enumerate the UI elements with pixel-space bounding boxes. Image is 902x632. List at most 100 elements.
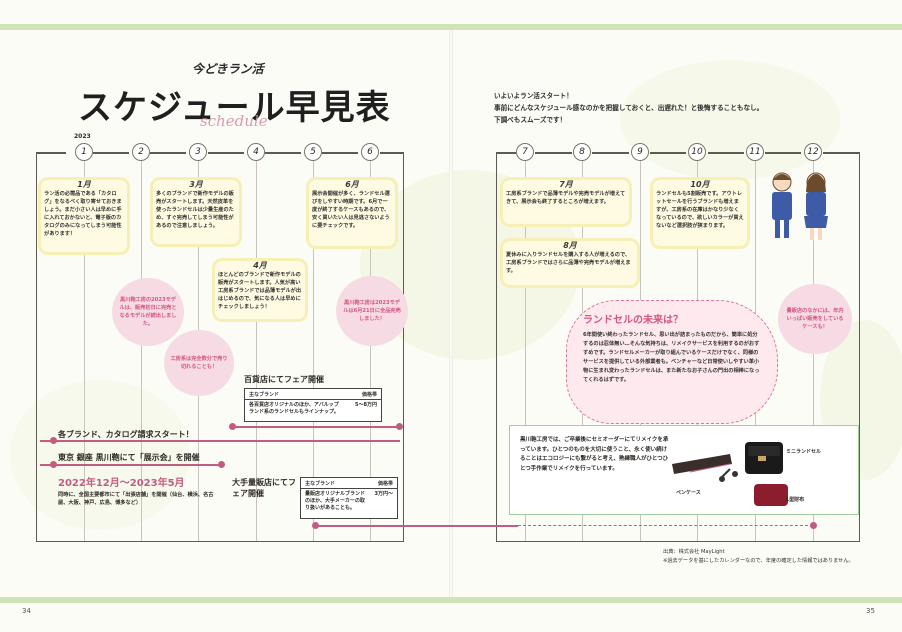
timeline-dot <box>50 461 57 468</box>
box-head: 主なブランド <box>305 481 336 487</box>
month-12: 12 <box>804 143 822 161</box>
period-label: 2022年12月～2023年5月 <box>58 478 185 489</box>
timeline-dot <box>229 423 236 430</box>
dept-fair-label: 百貨店にてフェア開催 <box>244 375 324 384</box>
right-calendar-frame <box>496 152 860 542</box>
bubble-title: 8月 <box>563 241 577 250</box>
bg-watercolor <box>620 60 840 180</box>
bubble-jul: 7月 工房系ブランドで品薄モデルや完売モデルが増えてきて、展示会も終了するところ… <box>500 177 632 227</box>
frame-top-seg <box>265 152 301 154</box>
bubble-apr: 4月 ほとんどのブランドで新作モデルの販売がスタートします。人気が高い工房系ブラ… <box>212 258 308 322</box>
product-label: ペンケース <box>676 490 701 496</box>
timeline-bar <box>318 525 518 527</box>
month-9: 9 <box>631 143 649 161</box>
bubble-title: 4月 <box>253 261 267 270</box>
bubble-text: ほとんどのブランドで新作モデルの販売がスタートします。人気が高い工房系ブランドで… <box>218 272 302 310</box>
kids-illustration <box>772 172 828 240</box>
month-line <box>256 161 257 541</box>
page-title: スケジュール早見表 <box>78 88 391 128</box>
bubble-text: 工房系ブランドで品薄モデルや完売モデルが増えてきて、展示会も終了するところが増え… <box>506 191 626 205</box>
top-band <box>0 24 902 30</box>
product-label: L型財布 <box>786 497 805 503</box>
mass-fair-box: 主なブランド 価格帯 量販店オリジナルブランドのほか、大手メーカーの取り扱いがある… <box>300 477 398 519</box>
frame-top-seg <box>496 152 516 154</box>
bubble-text: ラン活の必需品である「カタログ」をなるべく取り寄せておきましょう。まだ小さい人は… <box>44 191 122 237</box>
box-head: 価格帯 <box>377 481 393 487</box>
month-7: 7 <box>516 143 534 161</box>
timeline-bar <box>40 464 220 466</box>
ginza-label: 東京 銀座 黒川鞄にて「展示会」を開催 <box>58 453 200 462</box>
kurokawa-box: 黒川鞄工房では、ご卒業後にセミオーダーにてリメイクを承っています。ひとつのものを… <box>509 425 859 515</box>
future-body: 6年間使い終わったランドセル、思い出が詰まったものだから、簡単に処分するのは忍体… <box>583 332 760 383</box>
frame-top-seg <box>322 152 358 154</box>
bubble-title: 3月 <box>189 180 203 189</box>
month-4: 4 <box>247 143 265 161</box>
box-body: 各百貨店オリジナルのほか、アバルップ ランド系のランドセルもラインナップ。 <box>249 402 339 415</box>
frame-top-seg <box>765 152 801 154</box>
month-11: 11 <box>746 143 764 161</box>
timeline-dot <box>810 522 817 529</box>
month-1: 1 <box>75 143 93 161</box>
credit-line: 出典：株式会社 MayLight <box>663 549 725 555</box>
month-8: 8 <box>573 143 591 161</box>
note-circle: 黒川鞄工房は2023モデルは6月21日に全品完売しました！ <box>336 276 408 346</box>
page-spine <box>449 30 453 597</box>
box-body: 量販店オリジナルブランドのほか、大手メーカーの取り扱いがあることも。 <box>305 491 366 511</box>
mass-fair-label: 大手量販店にてフェア開催 <box>232 478 296 498</box>
bubble-text: ランドセルも5割販売です。アウトレットセールを行うブランドも増えますが、工房系の… <box>656 191 744 229</box>
intro-line: 下調べもスムーズです！ <box>494 116 567 124</box>
frame-top-seg <box>650 152 686 154</box>
bubble-title: 7月 <box>559 180 573 189</box>
title-kicker: 今どきラン活 <box>192 62 264 76</box>
credit-note: 出典：株式会社 MayLight ※過去データを基にしたカレンダーなので、年度の… <box>663 548 854 565</box>
month-line <box>84 161 85 541</box>
bubble-oct: 10月 ランドセルも5割販売です。アウトレットセールを行うブランドも増えますが、… <box>650 177 750 249</box>
month-10: 10 <box>688 143 706 161</box>
bubble-title: 10月 <box>690 180 710 189</box>
product-label: ミニランドセル <box>786 449 822 455</box>
frame-top-seg <box>36 152 66 154</box>
bubble-aug: 8月 夏休みに入りランドセルを購入する人が増えるので、工房系ブランドではさらに品… <box>500 238 640 288</box>
month-3: 3 <box>189 143 207 161</box>
bubble-jun: 6月 展示会開催が多く、ランドセル選びをしやすい時期です。6月で一度が終了するケ… <box>306 177 398 249</box>
box-head: 価格帯 <box>361 392 377 398</box>
frame-top-seg <box>150 152 186 154</box>
page-number-right: 35 <box>866 607 875 615</box>
frame-top-seg <box>208 152 244 154</box>
catalog-label: 各ブランド、カタログ請求スタート！ <box>58 430 194 439</box>
future-title: ランドセルの未来は？ <box>583 315 683 326</box>
frame-top-seg <box>823 152 860 154</box>
bubble-text: 展示会開催が多く、ランドセル選びをしやすい時期です。6月で一度が終了するケースも… <box>312 191 390 229</box>
month-5: 5 <box>304 143 322 161</box>
timeline-bar <box>40 440 400 442</box>
timeline-dot <box>218 461 225 468</box>
timeline-dot <box>50 437 57 444</box>
bubble-jan: 1月 ラン活の必需品である「カタログ」をなるべく取り寄せておきましょう。まだ小さ… <box>38 177 130 255</box>
frame-top-seg <box>535 152 572 154</box>
timeline-dashed <box>518 525 813 526</box>
bg-watercolor <box>10 380 190 530</box>
period-note: 同時に、全国主要都市にて「出張店舗」を開催（仙台、横浜、名古屋、大阪、神戸、広島… <box>58 492 214 506</box>
bubble-title: 6月 <box>345 180 359 189</box>
remake-products-illustration <box>672 442 788 506</box>
timeline-bar <box>232 426 402 428</box>
box-body: 5〜8万円 <box>355 402 377 408</box>
note-circle: 工房系は完全数分で売り切れることも！ <box>164 330 234 396</box>
intro-line: 事前にどんなスケジュール感なのかを把握しておくと、出遅れた！と後悔することもなし… <box>494 104 764 112</box>
box-head: 主なブランド <box>249 392 280 398</box>
month-line <box>370 161 371 541</box>
note-circle: 量販店のなかには、年内いっぱい販売をしているケースも！ <box>778 284 852 354</box>
frame-top-seg <box>708 152 744 154</box>
intro-line: いよいよラン活スタート！ <box>494 92 573 100</box>
timeline-dot <box>312 522 319 529</box>
frame-top-seg <box>380 152 404 154</box>
month-line <box>141 161 142 541</box>
month-6: 6 <box>361 143 379 161</box>
month-line <box>313 161 314 541</box>
kurokawa-text: 黒川鞄工房では、ご卒業後にセミオーダーにてリメイクを承っています。ひとつのものを… <box>520 437 669 472</box>
page-number-left: 34 <box>22 607 31 615</box>
bubble-mar: 3月 多くのブランドで新作モデルの販売がスタートします。天然皮革を使ったランドセ… <box>150 177 242 247</box>
credit-line: ※過去データを基にしたカレンダーなので、年度の確定した情報ではありません。 <box>663 557 854 564</box>
box-body: 3万円〜 <box>374 491 393 497</box>
